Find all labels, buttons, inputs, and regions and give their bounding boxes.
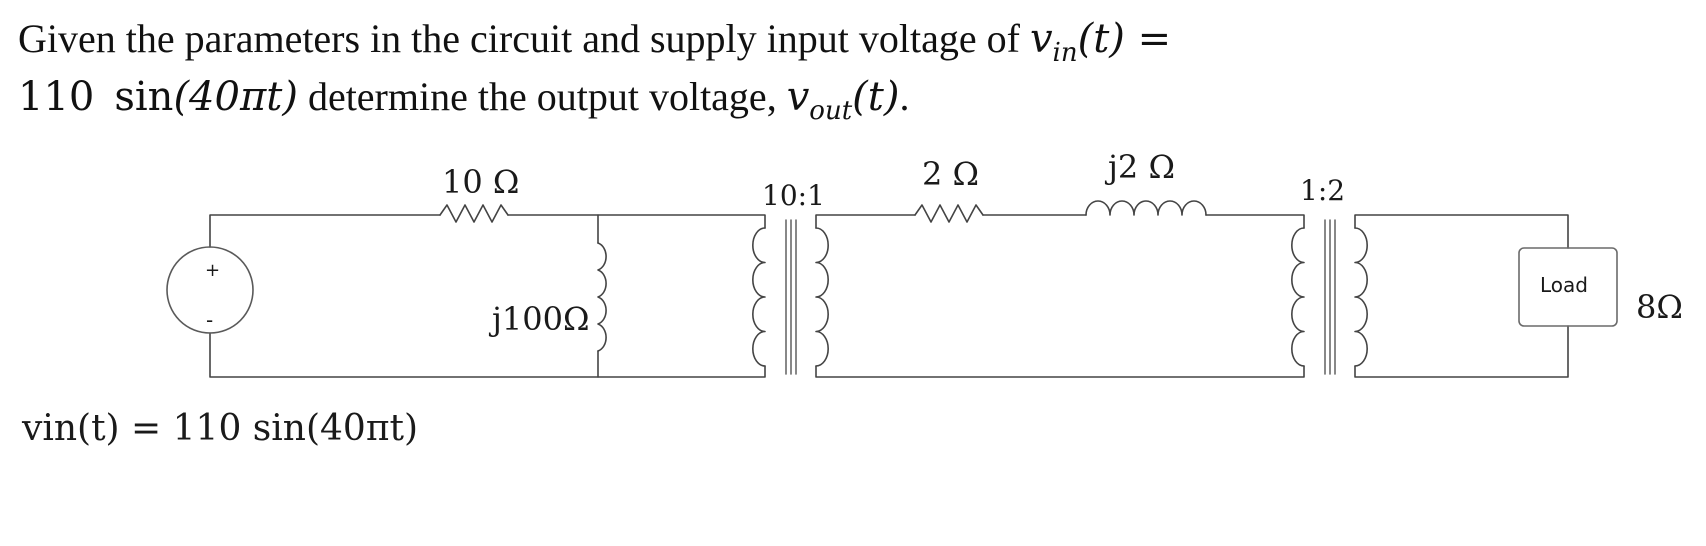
- inductor-j100: [597, 242, 607, 352]
- vin-subscript: in: [1052, 38, 1078, 68]
- transformer2-ratio: 1:2: [1300, 174, 1345, 207]
- resistor-2ohm: [914, 204, 984, 223]
- transformer1-secondary: [815, 227, 829, 367]
- source-voltage-expression: vin(t) = 110 sin(40πt): [21, 408, 418, 449]
- inductor-j2-label: j2 Ω: [1104, 148, 1175, 186]
- question-middle: determine the output voltage,: [297, 74, 787, 119]
- load-box: [1518, 247, 1618, 327]
- load-label: Load: [1540, 273, 1588, 297]
- load-value: 8Ω: [1636, 288, 1683, 326]
- vin-argument: (t) =: [1077, 16, 1172, 62]
- voltage-source: [166, 246, 254, 334]
- transformer2-core: [1324, 219, 1336, 375]
- transformer1-ratio: 10:1: [762, 179, 825, 212]
- vout-symbol: v: [786, 74, 810, 120]
- transformer1-core: [785, 219, 797, 375]
- resistor-10ohm-label: 10 Ω: [442, 163, 519, 201]
- question-end: .: [899, 74, 910, 119]
- resistor-10ohm: [439, 204, 509, 223]
- inductor-j2: [1085, 200, 1207, 216]
- wire-top-r1-t1: [507, 214, 766, 229]
- transformer2-primary: [1291, 227, 1305, 367]
- sin-argument: (40πt): [173, 74, 298, 120]
- problem-statement: Given the parameters in the circuit and …: [18, 10, 1678, 126]
- source-plus-sign: +: [205, 260, 220, 281]
- vout-subscript: out: [809, 96, 853, 126]
- wire-mid-top-left: [815, 214, 916, 229]
- wire-right-top: [1354, 214, 1569, 249]
- resistor-2ohm-label: 2 Ω: [922, 155, 979, 193]
- source-minus-sign: -: [206, 308, 213, 332]
- wire-right-bottom: [1354, 325, 1569, 378]
- question-intro: Given the parameters in the circuit and …: [18, 16, 1030, 61]
- amplitude: 110: [18, 74, 95, 120]
- inductor-j100-label: j100Ω: [488, 300, 590, 338]
- wire-mid-bottom: [815, 365, 1305, 378]
- transformer2-secondary: [1354, 227, 1368, 367]
- wire-mid-l2-t2: [1205, 214, 1305, 229]
- wire-top-left: [209, 214, 441, 248]
- transformer1-primary: [752, 227, 766, 367]
- vin-symbol: v: [1029, 16, 1053, 62]
- sin-function: sin: [114, 74, 174, 120]
- vout-argument: (t): [852, 74, 900, 120]
- wire-bottom-left: [209, 332, 766, 378]
